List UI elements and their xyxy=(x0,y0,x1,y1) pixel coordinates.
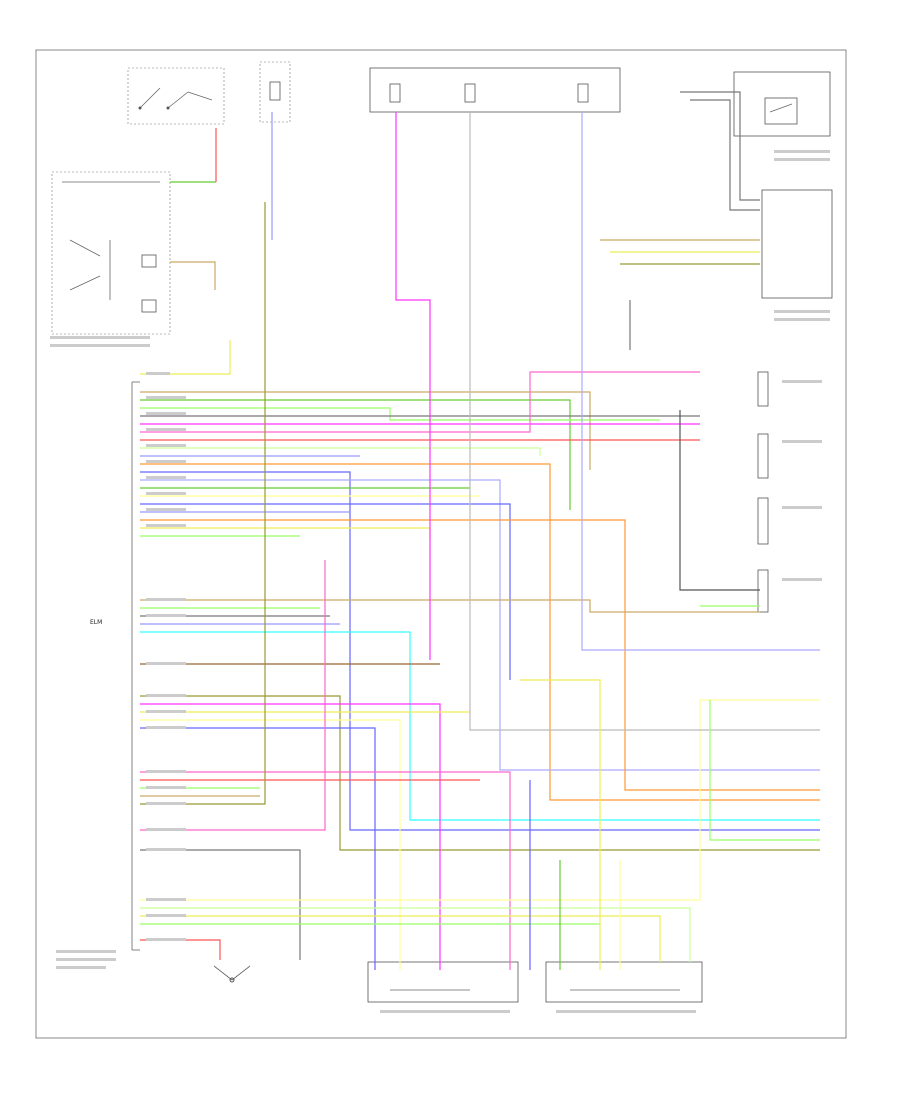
wire-yellow-1 xyxy=(140,340,231,375)
module-label: ELM xyxy=(90,619,102,626)
trunk-release-switch xyxy=(213,965,251,983)
wire-lyellow-2 xyxy=(140,719,401,970)
wire-yellow-6 xyxy=(520,679,601,970)
hot-at-all-times-fuse xyxy=(259,61,291,123)
wire-cyan-1 xyxy=(140,631,820,821)
wire-tan-1 xyxy=(140,391,591,470)
wire-tan-2 xyxy=(140,599,760,613)
wire-label-marks xyxy=(50,150,830,1013)
wire-yellow-4 xyxy=(140,915,661,962)
wire-yellow-2 xyxy=(140,527,431,540)
power-distribution-box xyxy=(369,67,621,113)
wire-lyellow-3 xyxy=(140,699,820,901)
diagram-frame xyxy=(35,49,847,1039)
wire-gray-5 xyxy=(680,91,760,201)
wire-gray-7 xyxy=(679,410,760,591)
wire-magenta-3 xyxy=(395,112,431,660)
wire-blue-3 xyxy=(140,727,376,970)
door-actuator-3 xyxy=(757,497,769,545)
door-actuator-1 xyxy=(757,371,769,407)
wire-lgreen-2 xyxy=(140,447,541,456)
wire-gray-3 xyxy=(140,849,301,960)
wire-blue-2 xyxy=(140,503,511,680)
wire-olive-1 xyxy=(140,695,820,851)
wire-harness xyxy=(140,91,820,970)
wire-red-3 xyxy=(140,939,221,960)
wire-orange-2 xyxy=(140,519,820,791)
passenger-door-lock-switch xyxy=(545,961,703,1003)
wire-pink-1 xyxy=(140,371,700,433)
electronic-locking-module: ELM xyxy=(90,381,140,951)
wire-lblue-2 xyxy=(140,479,820,771)
wire-pink-3 xyxy=(140,560,326,831)
wire-lblue-5 xyxy=(581,112,820,651)
wire-tan-5 xyxy=(170,261,216,290)
wire-olive-2 xyxy=(140,202,266,805)
ignition-switch xyxy=(127,67,225,125)
wire-gray-4 xyxy=(469,112,820,731)
wire-lgreen-8 xyxy=(709,700,820,841)
wire-pink-2 xyxy=(140,771,511,970)
relay-block xyxy=(733,71,833,299)
wire-magenta-2 xyxy=(140,703,441,970)
wire-blue-1 xyxy=(140,471,820,831)
door-actuator-4 xyxy=(757,569,769,613)
wire-gray-6 xyxy=(690,99,760,211)
central-locking-relay-module xyxy=(51,171,171,335)
door-actuator-2 xyxy=(757,433,769,479)
driver-door-lock-switch xyxy=(367,961,519,1003)
wire-lgreen-6 xyxy=(140,907,691,962)
wire-orange-1 xyxy=(140,463,820,801)
wire-green-1 xyxy=(140,399,571,510)
